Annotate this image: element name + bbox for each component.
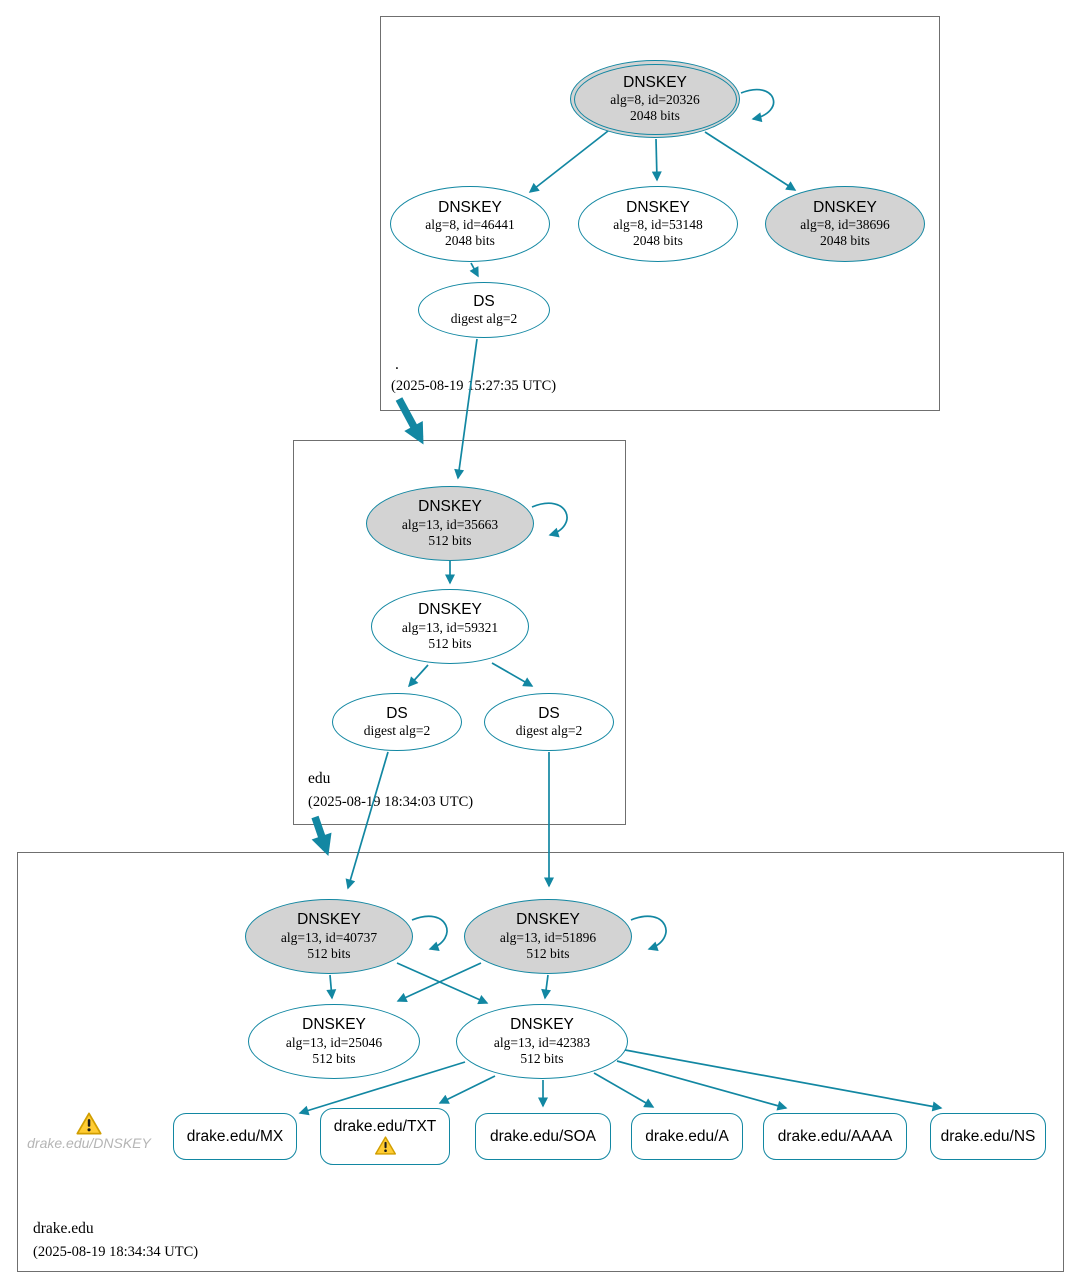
node-params: alg=8, id=20326 (610, 92, 700, 108)
zone-label-drake-edu: drake.edu (33, 1220, 94, 1237)
rrset-label: drake.edu/TXT (333, 1118, 437, 1135)
node-title: DNSKEY (418, 601, 482, 619)
ds-node-edu-left[interactable]: DS digest alg=2 (332, 693, 462, 751)
rrset-label: drake.edu/SOA (490, 1127, 596, 1145)
zone-box-drake-edu (17, 852, 1064, 1272)
node-params: digest alg=2 (363, 723, 431, 739)
dnskey-node-drake-ksk-51896[interactable]: DNSKEY alg=13, id=51896 512 bits (464, 899, 632, 974)
node-params: alg=13, id=40737 (280, 929, 378, 945)
node-size: 2048 bits (633, 233, 683, 249)
node-params: alg=13, id=42383 (493, 1034, 591, 1050)
dnskey-node-drake-42383[interactable]: DNSKEY alg=13, id=42383 512 bits (456, 1004, 628, 1079)
node-title: DNSKEY (626, 198, 690, 216)
dnskey-node-drake-25046[interactable]: DNSKEY alg=13, id=25046 512 bits (248, 1004, 420, 1079)
node-params: alg=8, id=53148 (613, 217, 703, 233)
rrset-label: drake.edu/MX (186, 1127, 284, 1145)
node-size: 512 bits (312, 1050, 356, 1066)
node-size: 512 bits (428, 532, 472, 548)
rrset-node-txt[interactable]: drake.edu/TXT (320, 1108, 450, 1165)
zone-timestamp-drake-edu: (2025-08-19 18:34:34 UTC) (33, 1244, 199, 1260)
warning-icon (76, 1112, 102, 1135)
dnskey-node-drake-ksk-40737[interactable]: DNSKEY alg=13, id=40737 512 bits (245, 899, 413, 974)
dnskey-node-edu-59321[interactable]: DNSKEY alg=13, id=59321 512 bits (371, 589, 529, 664)
zone-box-root (380, 16, 940, 411)
node-params: digest alg=2 (450, 311, 518, 327)
node-title: DNSKEY (623, 73, 687, 91)
node-title: DNSKEY (438, 198, 502, 216)
rrset-node-aaaa[interactable]: drake.edu/AAAA (763, 1113, 907, 1160)
node-size: 2048 bits (445, 233, 495, 249)
rrset-node-a[interactable]: drake.edu/A (631, 1113, 743, 1160)
orphan-dnskey-warning[interactable]: drake.edu/DNSKEY (24, 1112, 154, 1151)
node-title: DNSKEY (813, 198, 877, 216)
node-title: DNSKEY (516, 911, 580, 929)
orphan-dnskey-label: drake.edu/DNSKEY (27, 1135, 151, 1151)
node-title: DS (473, 292, 495, 310)
dnskey-node-root-ksk-20326[interactable]: DNSKEY alg=8, id=20326 2048 bits (570, 60, 740, 138)
zone-timestamp-root: (2025-08-19 15:27:35 UTC) (391, 378, 557, 394)
node-size: 2048 bits (820, 233, 870, 249)
node-params: alg=8, id=46441 (425, 217, 515, 233)
node-title: DNSKEY (302, 1016, 366, 1034)
dnskey-node-root-38696[interactable]: DNSKEY alg=8, id=38696 2048 bits (765, 186, 925, 262)
node-size: 512 bits (526, 945, 570, 961)
dnskey-node-root-53148[interactable]: DNSKEY alg=8, id=53148 2048 bits (578, 186, 738, 262)
node-params: alg=13, id=59321 (401, 619, 499, 635)
node-title: DNSKEY (418, 498, 482, 516)
node-size: 2048 bits (630, 108, 680, 124)
warning-icon (374, 1136, 396, 1155)
dnskey-node-edu-ksk-35663[interactable]: DNSKEY alg=13, id=35663 512 bits (366, 486, 534, 561)
rrset-node-ns[interactable]: drake.edu/NS (930, 1113, 1046, 1160)
node-size: 512 bits (428, 635, 472, 651)
rrset-label: drake.edu/AAAA (777, 1127, 893, 1145)
node-size: 512 bits (520, 1050, 564, 1066)
zone-label-edu: edu (308, 770, 331, 787)
node-params: alg=8, id=38696 (800, 217, 890, 233)
zone-label-root: . (395, 356, 399, 373)
zone-timestamp-edu: (2025-08-19 18:34:03 UTC) (308, 794, 474, 810)
dnskey-node-root-46441[interactable]: DNSKEY alg=8, id=46441 2048 bits (390, 186, 550, 262)
node-size: 512 bits (307, 945, 351, 961)
node-params: alg=13, id=51896 (499, 929, 597, 945)
node-params: alg=13, id=35663 (401, 516, 499, 532)
node-title: DNSKEY (297, 911, 361, 929)
rrset-label: drake.edu/NS (940, 1127, 1036, 1145)
rrset-node-soa[interactable]: drake.edu/SOA (475, 1113, 611, 1160)
rrset-node-mx[interactable]: drake.edu/MX (173, 1113, 297, 1160)
node-title: DS (538, 704, 560, 722)
ds-node-edu-right[interactable]: DS digest alg=2 (484, 693, 614, 751)
ds-node-root[interactable]: DS digest alg=2 (418, 282, 550, 338)
node-title: DNSKEY (510, 1016, 574, 1034)
node-params: alg=13, id=25046 (285, 1034, 383, 1050)
node-params: digest alg=2 (515, 723, 583, 739)
rrset-label: drake.edu/A (645, 1127, 729, 1145)
node-title: DS (386, 704, 408, 722)
